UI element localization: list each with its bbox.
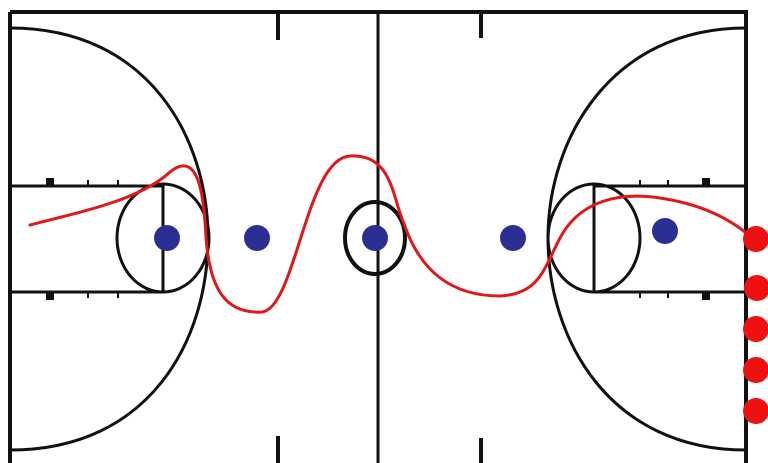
right-lane-block [702,178,710,186]
defender-marker [500,225,526,251]
player-marker [743,226,768,252]
defender-marker [244,225,270,251]
player-marker [743,398,768,424]
left-lane-block [46,292,54,300]
left-lane-ticks [49,180,119,298]
left-free-throw-circle [115,182,211,294]
court-lines [8,10,748,463]
defender-marker [362,225,388,251]
right-lane-block [702,292,710,300]
defender-marker [652,218,678,244]
defender-marker [154,225,180,251]
waiting-players [743,226,768,424]
player-marker [743,316,768,342]
right-free-throw-circle [546,182,642,294]
court-boundary [8,10,748,463]
left-lane-block [46,178,54,186]
player-marker [744,275,768,301]
player-marker [743,357,768,383]
dribble-path [28,154,754,314]
defenders [154,218,678,251]
center-circle [343,200,407,276]
right-key [592,184,746,294]
right-three-point-arc [546,26,747,452]
left-key [10,184,165,294]
